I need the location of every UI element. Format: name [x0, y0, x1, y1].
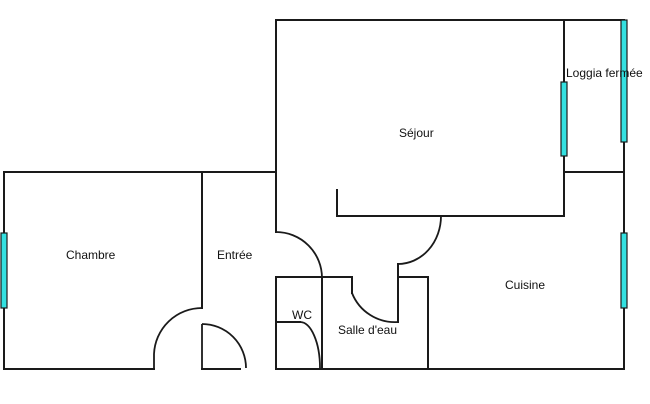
window-cuisine — [620, 232, 628, 309]
windows — [0, 19, 628, 309]
door-sejour-arc — [275, 231, 323, 279]
label-sejour: Séjour — [399, 126, 434, 140]
room-labels: Chambre Entrée Séjour Loggia fermée WC S… — [66, 66, 643, 337]
label-wc: WC — [292, 308, 312, 322]
label-loggia: Loggia fermée — [566, 66, 643, 80]
door-salle-arc — [351, 292, 399, 323]
walls — [3, 19, 625, 370]
door-cuisine-arc — [397, 215, 442, 265]
window-sejour — [560, 81, 568, 157]
label-chambre: Chambre — [66, 248, 116, 262]
door-wc-arc — [299, 321, 321, 369]
door-entree-arc — [201, 323, 247, 369]
window-loggia — [620, 19, 628, 143]
label-entree: Entrée — [217, 248, 253, 262]
window-chambre — [0, 232, 8, 309]
door-chambre-arc — [153, 307, 203, 355]
doors — [153, 215, 442, 369]
label-cuisine: Cuisine — [505, 278, 545, 292]
label-salle-eau: Salle d'eau — [338, 323, 397, 337]
